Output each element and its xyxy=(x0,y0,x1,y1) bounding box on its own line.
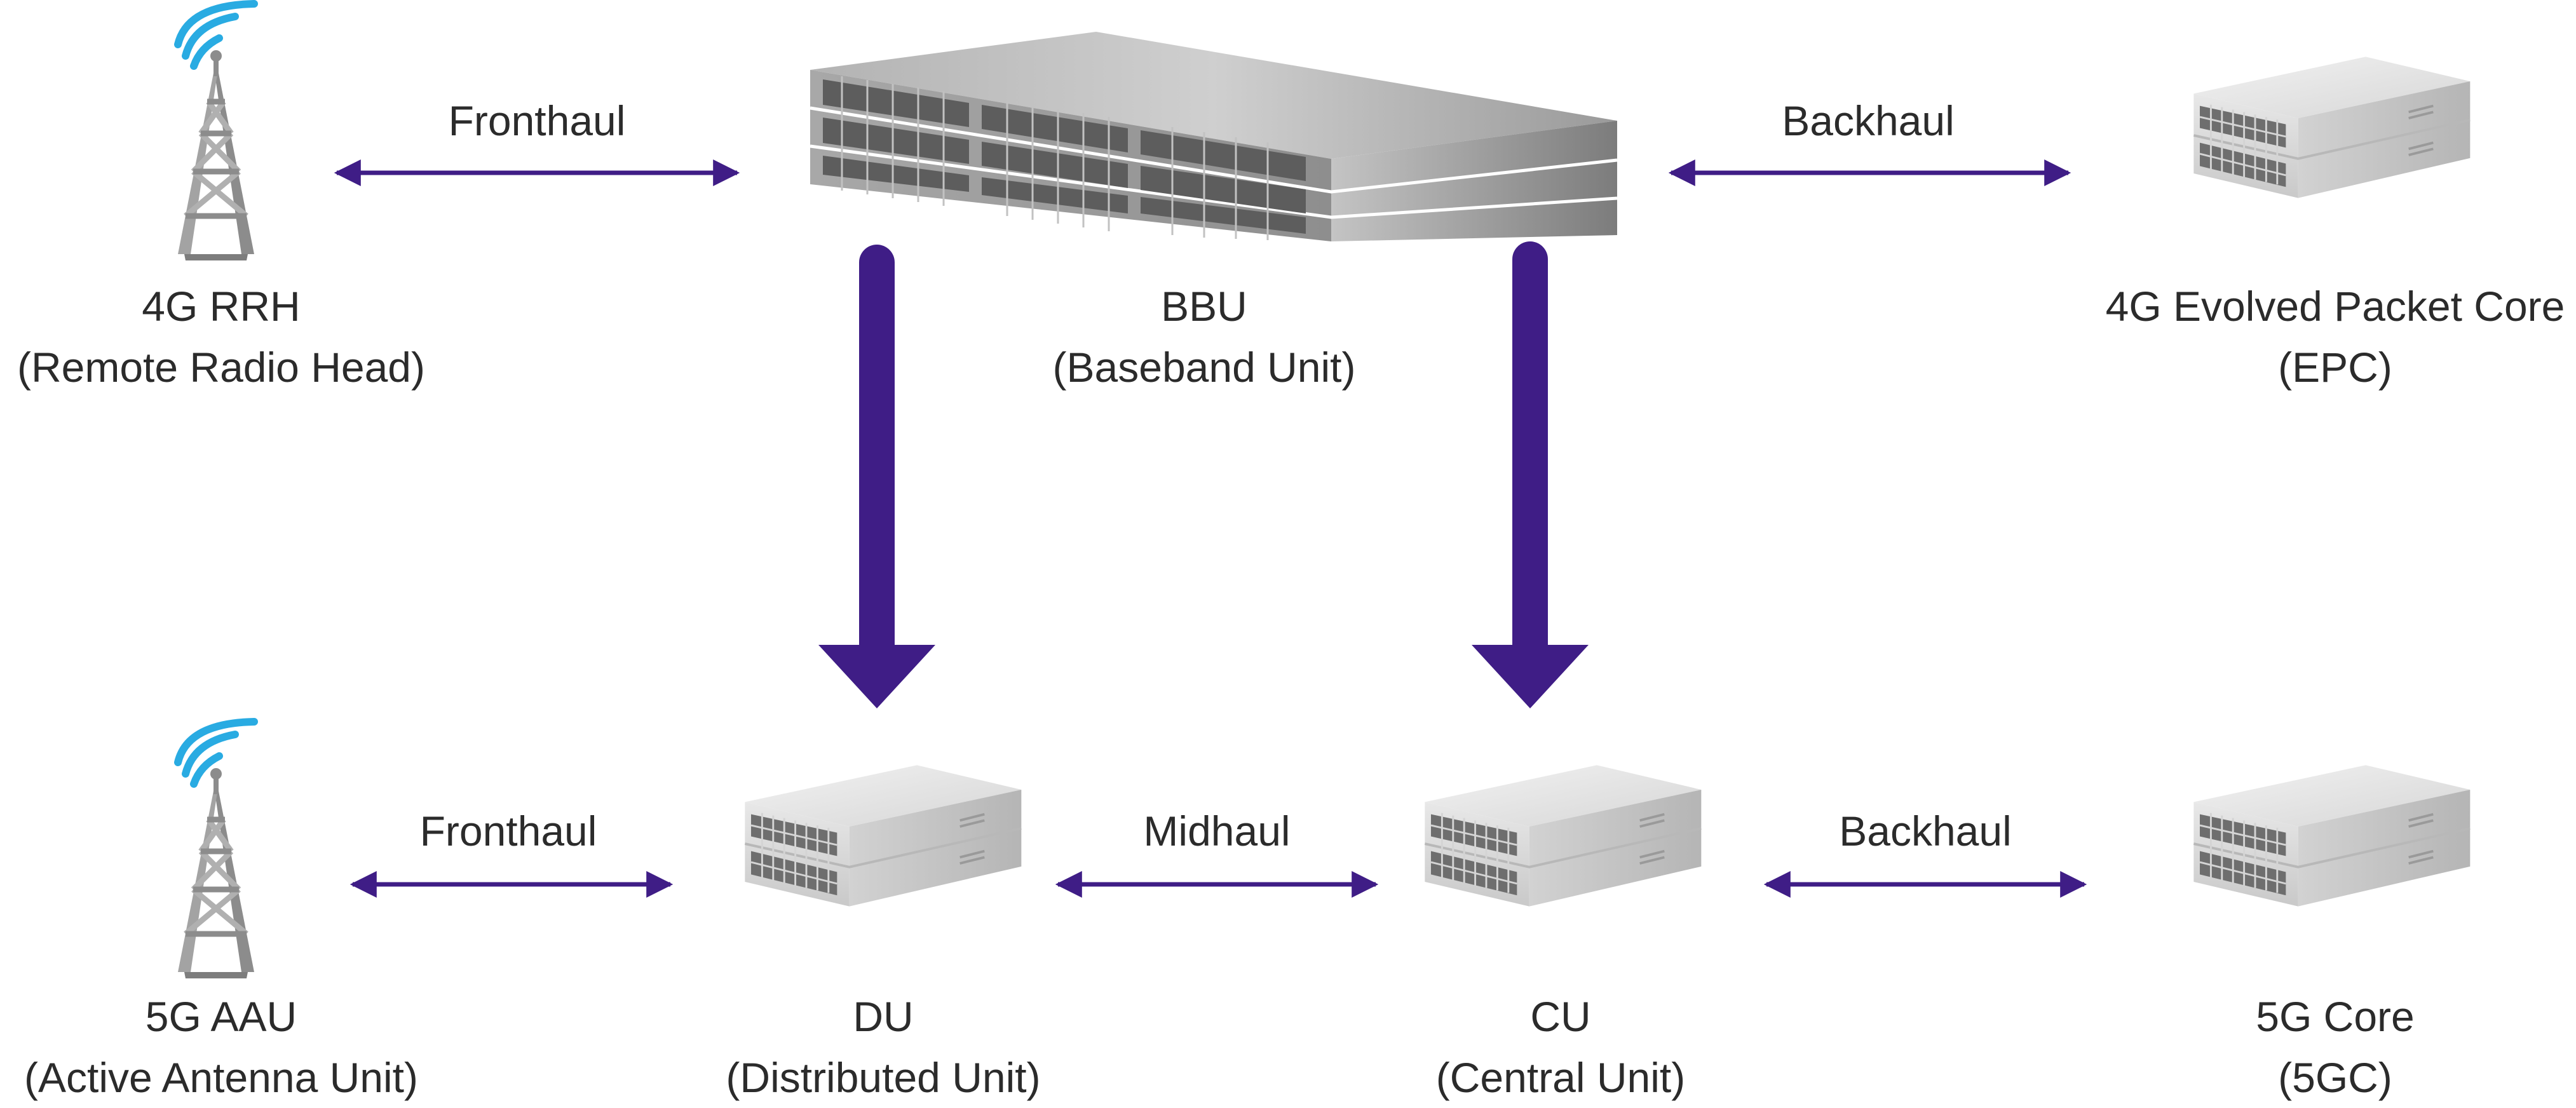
bbu-name: BBU xyxy=(1161,283,1247,330)
5gc-name: 5G Core xyxy=(2256,993,2415,1040)
5gc-label: 5G Core (5GC) xyxy=(2256,986,2414,1108)
cu-subtitle: (Central Unit) xyxy=(1435,1054,1686,1101)
cu-name: CU xyxy=(1530,993,1591,1040)
rrh-label: 4G RRH (Remote Radio Head) xyxy=(17,276,425,398)
aau-label: 5G AAU (Active Antenna Unit) xyxy=(24,986,418,1108)
5gc-switch-icon xyxy=(2193,765,2470,906)
rrh-name: 4G RRH xyxy=(142,283,301,330)
aau-antenna-icon xyxy=(174,718,258,978)
bbu-to-du-evolution-arrow xyxy=(818,245,935,708)
bottom-midhaul-label: Midhaul xyxy=(1143,807,1291,855)
epc-label: 4G Evolved Packet Core (EPC) xyxy=(2106,276,2565,398)
du-name: DU xyxy=(853,993,914,1040)
bbu-rack-icon xyxy=(810,32,1617,241)
rrh-subtitle: (Remote Radio Head) xyxy=(17,344,425,391)
top-fronthaul-label: Fronthaul xyxy=(448,97,626,144)
bottom-backhaul-label: Backhaul xyxy=(1839,807,2012,855)
aau-name: 5G AAU xyxy=(145,993,297,1040)
cu-label: CU (Central Unit) xyxy=(1436,986,1685,1108)
rrh-antenna-icon xyxy=(174,0,258,260)
cu-switch-icon xyxy=(1425,765,1701,906)
bbu-to-cu-evolution-arrow xyxy=(1472,241,1589,708)
top-backhaul-label: Backhaul xyxy=(1782,97,1955,144)
epc-subtitle: (EPC) xyxy=(2278,344,2392,391)
epc-switch-icon xyxy=(2193,57,2470,198)
bbu-subtitle: (Baseband Unit) xyxy=(1052,344,1356,391)
5gc-subtitle: (5GC) xyxy=(2278,1054,2392,1101)
epc-name: 4G Evolved Packet Core xyxy=(2105,283,2565,330)
bbu-label: BBU (Baseband Unit) xyxy=(1053,276,1356,398)
du-switch-icon xyxy=(745,765,1021,906)
bottom-fronthaul-label: Fronthaul xyxy=(419,807,597,855)
du-subtitle: (Distributed Unit) xyxy=(726,1054,1041,1101)
aau-subtitle: (Active Antenna Unit) xyxy=(24,1054,418,1101)
du-label: DU (Distributed Unit) xyxy=(726,986,1040,1108)
